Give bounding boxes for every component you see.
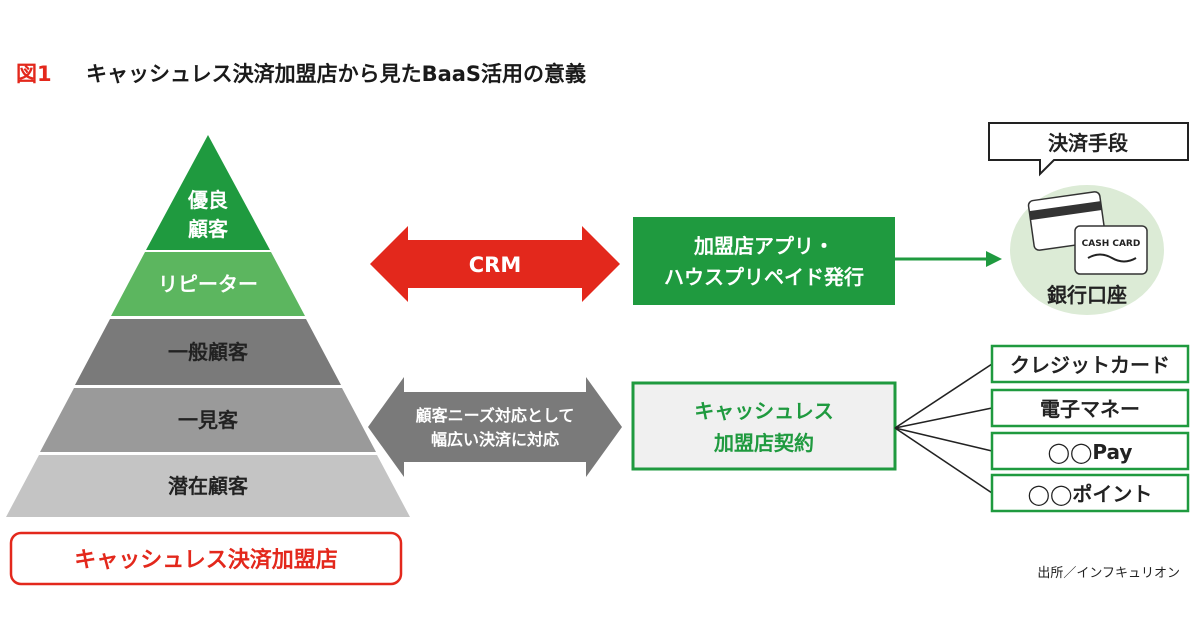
figure-label: 図1 — [16, 62, 52, 86]
payment-means-bubble — [988, 122, 1189, 177]
pyramid-tier-first-time — [40, 388, 376, 452]
pyramid-label-general: 一般顧客 — [168, 340, 249, 364]
pyramid-tier-repeater — [111, 252, 305, 316]
needs-arrow — [368, 377, 622, 477]
payment-means-label: 決済手段 — [1048, 131, 1128, 155]
app-label-2: ハウスプリペイド発行 — [664, 265, 864, 289]
source-note: 出所／インフキュリオン — [1037, 566, 1180, 581]
payment-method-list: クレジットカード 電子マネー ◯◯Pay ◯◯ポイント — [990, 344, 1190, 513]
payment-method-pay: ◯◯Pay — [1048, 440, 1133, 464]
pyramid-label-first-time: 一見客 — [178, 408, 239, 432]
contract-box — [631, 381, 897, 471]
payment-method-box — [990, 473, 1190, 513]
payment-method-box — [990, 388, 1190, 428]
payment-method-point: ◯◯ポイント — [1028, 482, 1153, 506]
pyramid-tier-general — [75, 319, 341, 385]
contract-label-2: 加盟店契約 — [713, 431, 814, 455]
needs-label-2: 幅広い決済に対応 — [431, 430, 559, 449]
merchant-box — [9, 531, 403, 586]
bank-label: 銀行口座 — [1047, 283, 1127, 307]
payment-method-credit: クレジットカード — [1010, 353, 1170, 377]
cash-card-label: CASH CARD — [1082, 239, 1141, 249]
merchant-label: キャッシュレス決済加盟店 — [74, 547, 338, 573]
payment-method-box — [990, 344, 1190, 384]
crm-arrow — [370, 226, 620, 302]
app-label-1: 加盟店アプリ・ — [693, 234, 834, 258]
payment-method-emoney: 電子マネー — [1040, 397, 1140, 421]
contract-label-1: キャッシュレス — [694, 399, 834, 423]
needs-label-1: 顧客ニーズ対応として — [416, 406, 575, 425]
pyramid-label-potential: 潜在顧客 — [168, 474, 249, 498]
cash-card-icon: CASH CARD — [1074, 225, 1148, 275]
app-to-bank-arrowhead — [986, 251, 1002, 267]
pyramid-label-elite-2: 顧客 — [188, 217, 229, 241]
pyramid-tier-potential — [6, 455, 410, 517]
figure-title: キャッシュレス決済加盟店から見たBaaS活用の意義 — [86, 62, 587, 86]
connector-lines — [894, 363, 993, 494]
payment-method-box — [990, 431, 1190, 471]
pyramid-label-repeater: リピーター — [158, 272, 258, 296]
pyramid-label-elite-1: 優良 — [187, 188, 228, 212]
app-box — [633, 217, 895, 305]
pyramid-tier-elite — [146, 135, 270, 250]
crm-label: CRM — [469, 253, 521, 277]
pyramid: 優良 顧客 リピーター 一般顧客 一見客 潜在顧客 — [6, 135, 410, 517]
